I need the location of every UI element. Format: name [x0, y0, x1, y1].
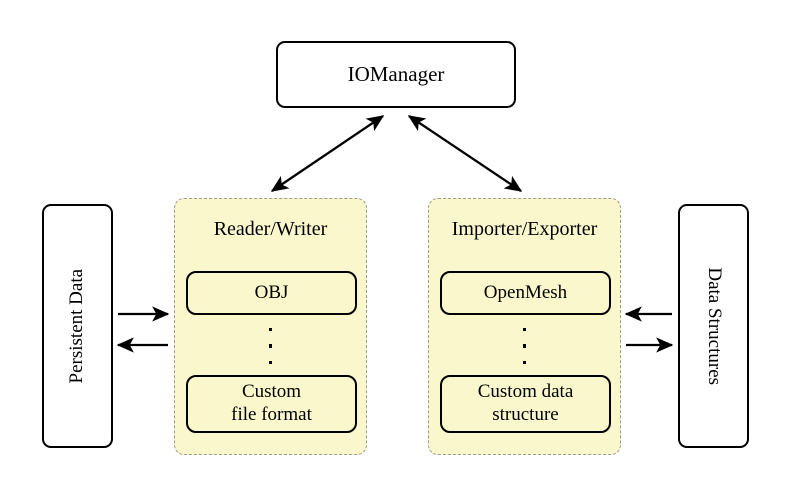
edge-manager-reader-writer — [270, 115, 385, 192]
node-custom-data-structure[interactable]: Custom data structure — [440, 375, 611, 433]
group-reader-writer[interactable]: Reader/Writer OBJ Custom file format — [174, 198, 367, 455]
node-openmesh[interactable]: OpenMesh — [440, 271, 611, 315]
node-io-manager-label: IOManager — [347, 62, 445, 87]
vertical-ellipsis-icon — [429, 325, 620, 367]
node-obj[interactable]: OBJ — [186, 271, 357, 315]
node-openmesh-label: OpenMesh — [483, 281, 568, 303]
group-importer-exporter[interactable]: Importer/Exporter OpenMesh Custom data s… — [428, 198, 621, 455]
node-persistent-data-label: Persistent Data — [66, 268, 88, 384]
node-persistent-data[interactable]: Persistent Data — [42, 204, 113, 448]
edge-manager-importer-exporter — [407, 115, 523, 192]
node-custom-data-structure-label: Custom data structure — [477, 381, 574, 425]
vertical-ellipsis-icon — [175, 325, 366, 367]
node-obj-label: OBJ — [254, 281, 289, 303]
node-data-structures-label: Data Structures — [703, 267, 725, 385]
node-io-manager[interactable]: IOManager — [276, 41, 516, 108]
group-reader-writer-title: Reader/Writer — [213, 218, 328, 240]
node-custom-file-format-label: Custom file format — [231, 381, 312, 425]
node-custom-file-format[interactable]: Custom file format — [186, 375, 357, 433]
node-data-structures[interactable]: Data Structures — [678, 204, 749, 448]
group-importer-exporter-title: Importer/Exporter — [451, 218, 598, 240]
